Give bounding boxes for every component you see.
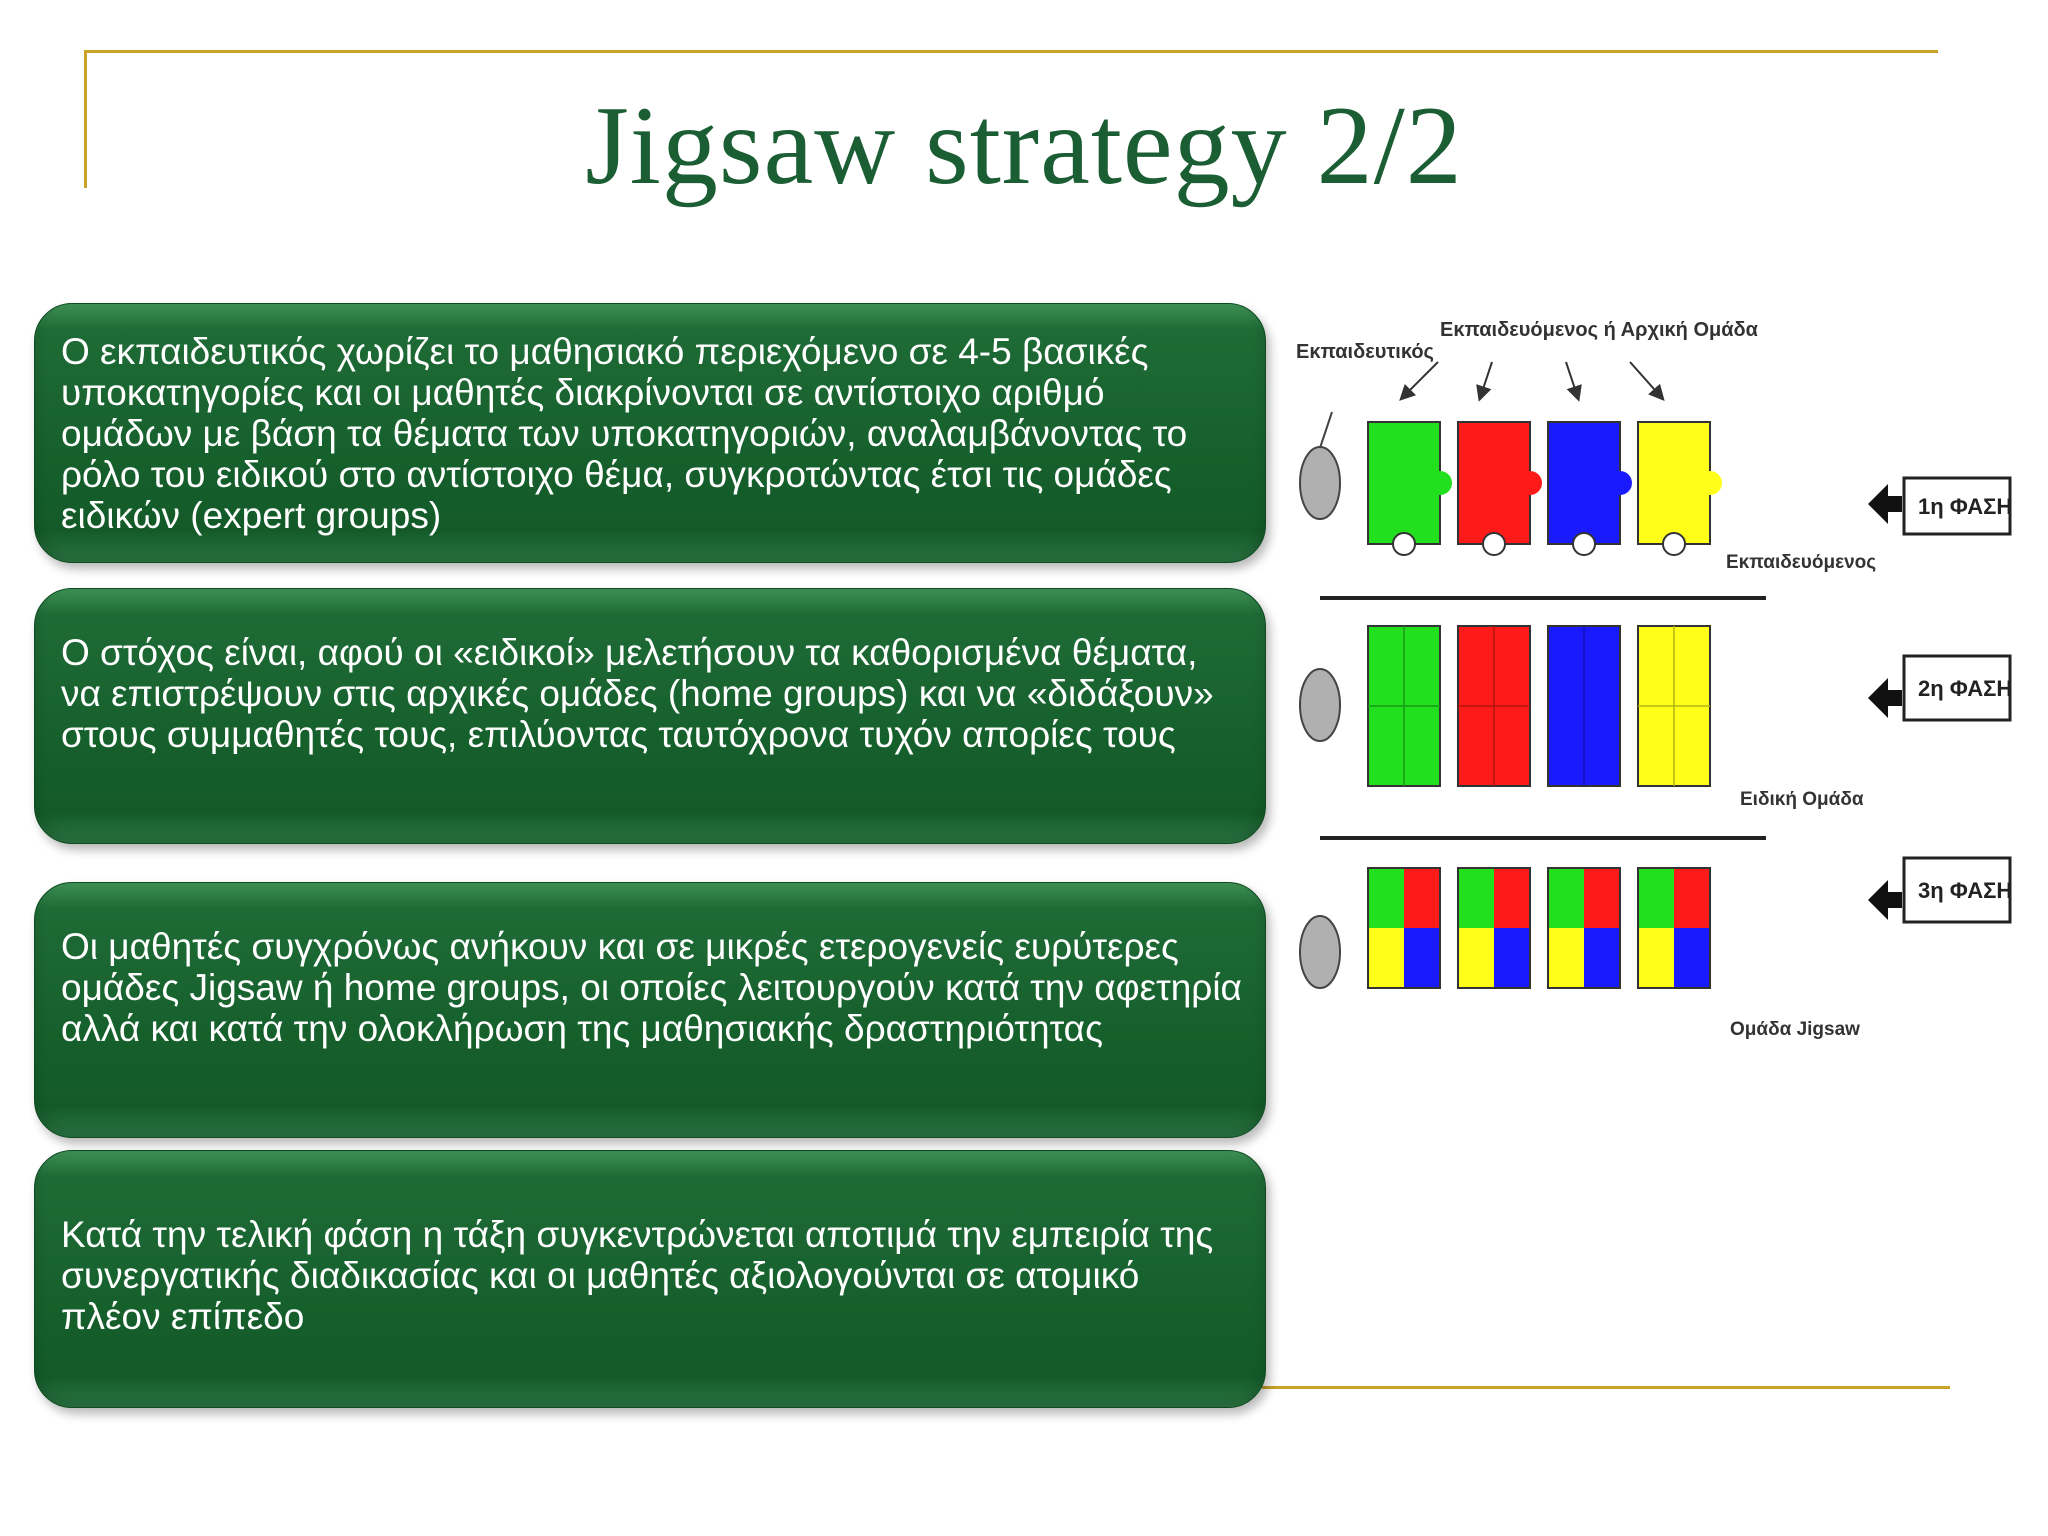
expert-group-yellow — [1637, 625, 1711, 787]
arrow-3 — [1565, 361, 1582, 402]
teacher-figure-3 — [1299, 915, 1341, 989]
expert-group-blue — [1547, 625, 1621, 787]
puzzle-piece-blue — [1547, 421, 1632, 556]
teacher-figure-1 — [1299, 446, 1341, 520]
row1-label: Εκπαιδευόμενος — [1726, 552, 1876, 573]
frame-left-line — [84, 50, 87, 188]
expert-group-red — [1457, 625, 1531, 787]
content-box-1: Ο εκπαιδευτικός χωρίζει το μαθησιακό περ… — [34, 303, 1266, 563]
phase-1-marker: 1η ΦΑΣΗ — [1868, 476, 2012, 536]
phase3-label: 3η ΦΑΣΗ — [1918, 878, 2012, 903]
left-arrow-icon — [1868, 678, 1902, 718]
slide-title: Jigsaw strategy 2/2 — [585, 84, 1463, 208]
arrow-1 — [1399, 361, 1439, 401]
arrow-4 — [1629, 361, 1665, 401]
phase2-label: 2η ΦΑΣΗ — [1918, 676, 2012, 701]
pointer-stick — [1319, 411, 1333, 449]
left-arrow-icon — [1868, 484, 1902, 524]
puzzle-piece-green — [1367, 421, 1452, 556]
row3-label: Ομάδα Jigsaw — [1730, 1019, 1860, 1040]
row2-label: Ειδική Ομάδα — [1740, 789, 1864, 810]
puzzle-piece-yellow — [1637, 421, 1722, 556]
teacher-figure-2 — [1299, 668, 1341, 742]
content-box-text: Ο εκπαιδευτικός χωρίζει το μαθησιακό περ… — [61, 331, 1188, 536]
expert-group-green — [1367, 625, 1441, 787]
jigsaw-phases-diagram: Εκπαιδευτικός Εκπαιδευόμενος ή Αρχική Ομ… — [1296, 319, 2012, 1040]
phase1-label: 1η ΦΑΣΗ — [1918, 494, 2012, 519]
frame-bottom-line — [1262, 1386, 1950, 1389]
puzzle-piece-red — [1457, 421, 1542, 556]
phase-3-marker: 3η ΦΑΣΗ — [1868, 856, 2012, 924]
left-arrow-icon — [1868, 880, 1902, 920]
jigsaw-group-2 — [1457, 867, 1531, 989]
content-box-text: Κατά την τελική φάση η τάξη συγκεντρώνετ… — [61, 1214, 1214, 1337]
teacher-label: Εκπαιδευτικός — [1296, 341, 1434, 363]
top-label: Εκπαιδευόμενος ή Αρχική Ομάδα — [1440, 319, 1759, 341]
content-box-3: Οι μαθητές συγχρόνως ανήκουν και σε μικρ… — [34, 882, 1266, 1138]
content-box-text: Οι μαθητές συγχρόνως ανήκουν και σε μικρ… — [61, 926, 1242, 1049]
jigsaw-group-3 — [1547, 867, 1621, 989]
phase-2-marker: 2η ΦΑΣΗ — [1868, 654, 2012, 722]
arrow-2 — [1476, 361, 1493, 402]
content-box-text: Ο στόχος είναι, αφού οι «ειδικοί» μελετή… — [61, 632, 1214, 755]
content-box-2: Ο στόχος είναι, αφού οι «ειδικοί» μελετή… — [34, 588, 1266, 844]
content-box-4: Κατά την τελική φάση η τάξη συγκεντρώνετ… — [34, 1150, 1266, 1408]
jigsaw-group-4 — [1637, 867, 1711, 989]
jigsaw-group-1 — [1367, 867, 1441, 989]
frame-top-line — [84, 50, 1938, 53]
